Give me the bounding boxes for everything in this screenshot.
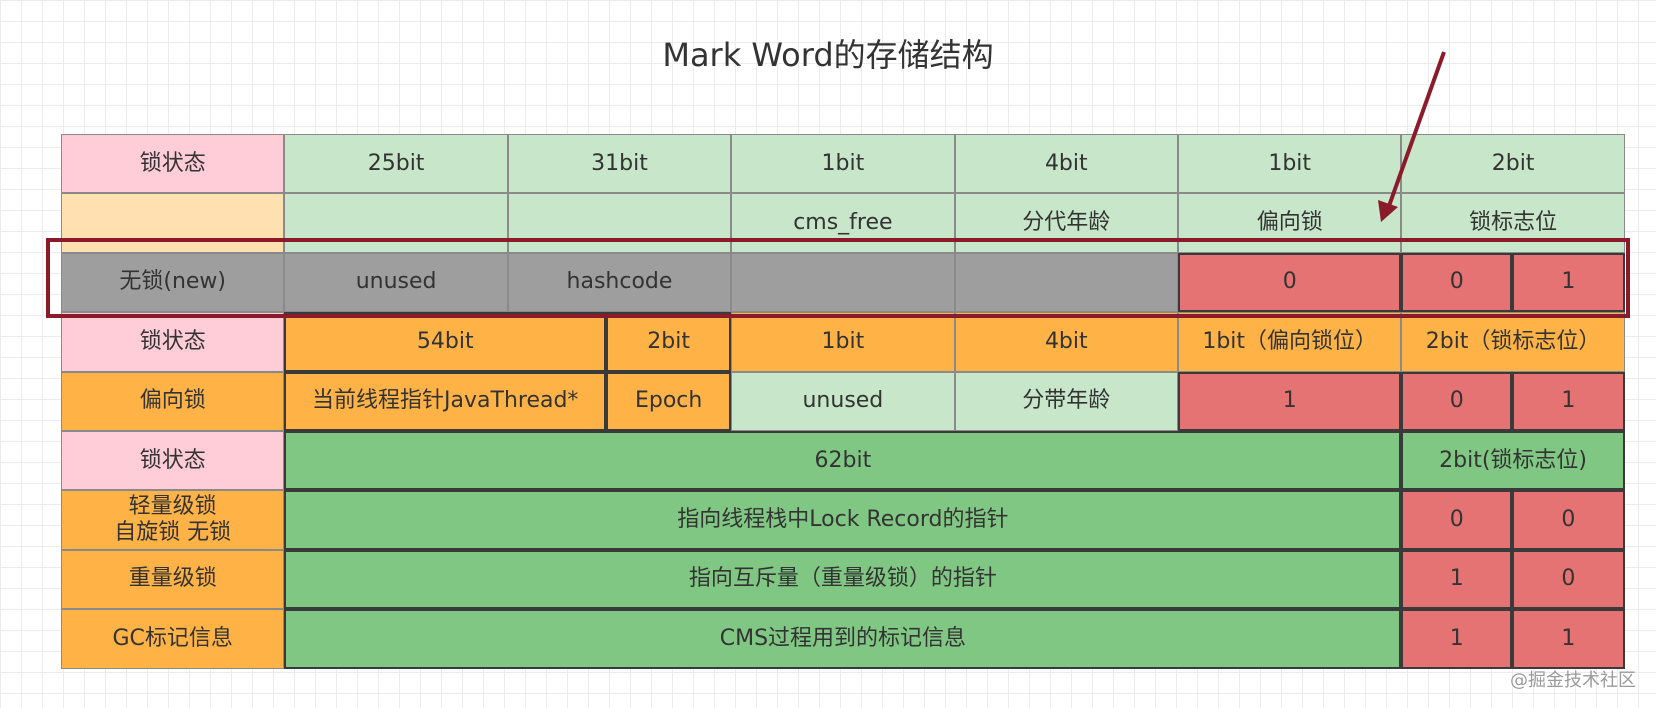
biased-header-row-cell: 锁状态 (61, 312, 285, 372)
unlocked-row-cell: 0 (1178, 252, 1402, 313)
biased-header-row-cell: 4bit (954, 312, 1178, 372)
field-name-header-row-cell: cms_free (731, 193, 955, 253)
pointer-header-row-cell: 锁状态 (61, 431, 285, 491)
gc-mark-row-cell: 1 (1401, 609, 1512, 669)
biased-lock-row-cell: 偏向锁 (61, 371, 285, 431)
unlocked-row-cell (731, 252, 955, 313)
lightweight-lock-row-cell: 0 (1401, 490, 1512, 550)
bit-width-header-row-cell: 25bit (284, 134, 508, 194)
bit-width-header-row-cell: 4bit (954, 134, 1178, 194)
lightweight-lock-row-cell: 0 (1512, 490, 1625, 550)
lightweight-lock-row-cell: 轻量级锁 自旋锁 无锁 (61, 490, 285, 550)
bit-width-header-row-cell: 1bit (731, 134, 955, 194)
heavyweight-lock-row-cell: 0 (1512, 549, 1625, 610)
biased-header-row-cell: 2bit（锁标志位） (1401, 312, 1625, 372)
diagram-title: Mark Word的存储结构 (662, 36, 994, 74)
biased-lock-row-cell: Epoch (606, 371, 732, 431)
heavyweight-lock-row-cell: 重量级锁 (61, 549, 285, 610)
gc-mark-row-cell: CMS过程用到的标记信息 (284, 609, 1402, 669)
pointer-header-row-cell: 2bit(锁标志位) (1401, 431, 1625, 491)
biased-lock-row-cell: 当前线程指针JavaThread* (284, 371, 607, 431)
bit-width-header-row-cell: 2bit (1401, 134, 1625, 194)
biased-lock-row-cell: 1 (1178, 371, 1402, 431)
unlocked-row-cell: 0 (1401, 252, 1512, 313)
bit-width-header-row-cell: 1bit (1178, 134, 1402, 194)
unlocked-row-cell: 无锁(new) (61, 252, 285, 313)
bit-width-header-row-cell: 锁状态 (61, 134, 285, 194)
biased-lock-row-cell: unused (731, 371, 955, 431)
unlocked-row-highlight-box (46, 238, 1630, 318)
field-name-header-row-cell (507, 193, 732, 253)
field-name-header-row-cell: 偏向锁 (1178, 193, 1402, 253)
watermark: @掘金技术社区 (1510, 670, 1636, 691)
unlocked-row-cell: unused (284, 252, 508, 313)
heavyweight-lock-row-cell: 1 (1401, 549, 1512, 610)
field-name-header-row-cell: 分代年龄 (954, 193, 1178, 253)
biased-header-row-cell: 1bit（偏向锁位） (1178, 312, 1402, 372)
field-name-header-row-cell (284, 193, 508, 253)
field-name-header-row-cell (61, 193, 285, 253)
biased-lock-row-cell: 1 (1512, 371, 1625, 431)
gc-mark-row-cell: 1 (1512, 609, 1625, 669)
gc-mark-row-cell: GC标记信息 (61, 609, 285, 669)
biased-header-row-cell: 1bit (731, 312, 955, 372)
unlocked-row-cell (954, 252, 1178, 313)
lightweight-lock-row-cell: 指向线程栈中Lock Record的指针 (284, 490, 1402, 550)
biased-header-row-cell: 54bit (284, 312, 607, 372)
biased-lock-row-cell: 0 (1401, 371, 1512, 431)
biased-lock-row-cell: 分带年龄 (954, 371, 1178, 431)
field-name-header-row-cell: 锁标志位 (1401, 193, 1625, 253)
unlocked-row-cell: 1 (1512, 252, 1625, 313)
pointer-header-row-cell: 62bit (284, 431, 1402, 491)
bit-width-header-row-cell: 31bit (507, 134, 732, 194)
biased-header-row-cell: 2bit (606, 312, 732, 372)
unlocked-row-cell: hashcode (507, 252, 732, 313)
heavyweight-lock-row-cell: 指向互斥量（重量级锁）的指针 (284, 549, 1402, 610)
